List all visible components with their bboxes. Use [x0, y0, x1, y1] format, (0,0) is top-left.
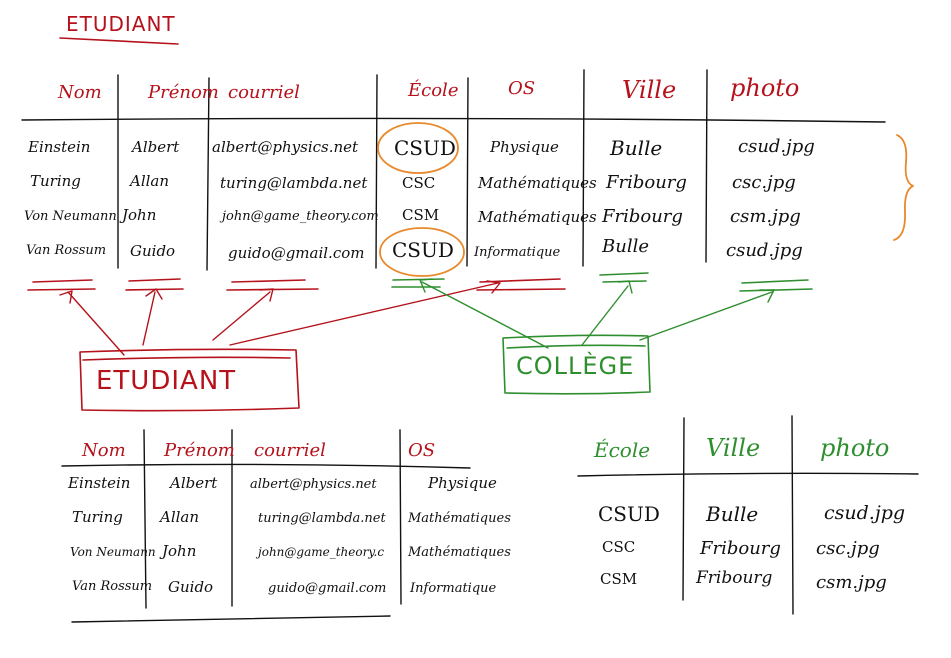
top-cell: Physique — [490, 138, 559, 156]
top-header-courriel: courriel — [228, 82, 300, 103]
college-cell: CSM — [600, 570, 638, 588]
top-header-ecole: École — [408, 80, 459, 101]
top-cell: Fribourg — [606, 172, 687, 193]
top-cell: csud.jpg — [726, 240, 803, 261]
etudiant-cell: john@game_theory.c — [258, 545, 385, 559]
college-box — [502, 334, 651, 395]
etudiant-cell: Mathématiques — [408, 545, 511, 560]
top-cell: Mathématiques — [478, 174, 597, 192]
etudiant-cell: turing@lambda.net — [258, 511, 386, 526]
college-cell: Fribourg — [696, 568, 773, 588]
college-cell: Fribourg — [700, 538, 781, 559]
etudiant-cell: Van Rossum — [72, 579, 153, 594]
college-cell: CSUD — [598, 502, 660, 526]
top-cell: CSUD — [394, 136, 456, 160]
top-cell: csc.jpg — [732, 172, 796, 193]
top-cell: Informatique — [474, 245, 561, 260]
etudiant-cell: Turing — [72, 508, 123, 526]
etudiant-cell: Von Neumann — [70, 545, 156, 559]
red-underlines — [27, 278, 566, 291]
college-cell: csm.jpg — [816, 572, 887, 593]
top-cell: Van Rossum — [26, 243, 107, 258]
top-cell: Albert — [132, 138, 180, 156]
page-title: ETUDIANT — [66, 12, 176, 36]
college-box-label: COLLÈGE — [516, 352, 635, 380]
top-cell: csm.jpg — [730, 206, 801, 227]
college-cell: CSC — [602, 538, 636, 556]
top-cell: Turing — [30, 172, 81, 190]
top-cell: albert@physics.net — [212, 138, 359, 156]
top-cell: CSC — [402, 174, 436, 192]
college-table-grid — [577, 415, 919, 615]
top-header-nom: Nom — [58, 82, 102, 103]
etudiant-header-prenom: Prénom — [164, 440, 235, 461]
top-cell: CSUD — [392, 238, 454, 262]
red-arrows — [59, 280, 501, 356]
college-cell: csc.jpg — [816, 538, 880, 559]
college-cell: csud.jpg — [824, 502, 906, 524]
etudiant-cell: Albert — [170, 474, 218, 492]
etudiant-cell: Guido — [168, 578, 214, 596]
top-cell: Mathématiques — [478, 208, 597, 226]
top-cell: John — [122, 206, 157, 224]
college-header-ecole: École — [594, 438, 651, 462]
etudiant-cell: John — [162, 542, 197, 560]
college-header-ville: Ville — [706, 434, 761, 462]
etudiant-header-courriel: courriel — [254, 440, 326, 461]
etudiant-cell: Einstein — [68, 474, 131, 492]
etudiant-table-grid — [61, 429, 471, 623]
etudiant-box — [79, 348, 300, 412]
etudiant-cell: Allan — [160, 508, 200, 526]
top-cell: Fribourg — [602, 206, 683, 227]
etudiant-header-nom: Nom — [82, 440, 126, 461]
green-underlines — [391, 272, 813, 292]
top-cell: guido@gmail.com — [228, 244, 365, 262]
etudiant-cell: Physique — [428, 474, 497, 492]
top-header-prenom: Prénom — [148, 82, 219, 103]
top-cell: john@game_theory.com — [222, 209, 379, 224]
top-cell: CSM — [402, 206, 440, 224]
title-underline — [59, 37, 179, 45]
etudiant-header-os: OS — [408, 440, 436, 461]
top-cell: csud.jpg — [738, 136, 815, 157]
top-table-grid — [21, 69, 886, 271]
etudiant-cell: Informatique — [410, 581, 497, 596]
top-header-os: OS — [508, 78, 536, 99]
csud-circle-1 — [377, 122, 459, 174]
top-header-ville: Ville — [622, 76, 677, 104]
etudiant-cell: Mathématiques — [408, 511, 511, 526]
top-cell: turing@lambda.net — [220, 174, 368, 192]
top-cell: Bulle — [602, 236, 649, 257]
top-cell: Einstein — [28, 138, 91, 156]
top-header-photo: photo — [730, 74, 800, 102]
top-cell: Guido — [130, 242, 176, 260]
top-cell: Von Neumann — [24, 209, 117, 224]
orange-brace — [893, 134, 914, 241]
csud-circle-2 — [379, 227, 465, 277]
college-header-photo: photo — [820, 434, 890, 462]
etudiant-box-label: ETUDIANT — [96, 366, 237, 396]
etudiant-cell: guido@gmail.com — [268, 581, 387, 596]
college-cell: Bulle — [706, 502, 759, 526]
top-cell: Bulle — [610, 136, 663, 160]
etudiant-cell: albert@physics.net — [250, 477, 377, 492]
top-cell: Allan — [130, 172, 170, 190]
